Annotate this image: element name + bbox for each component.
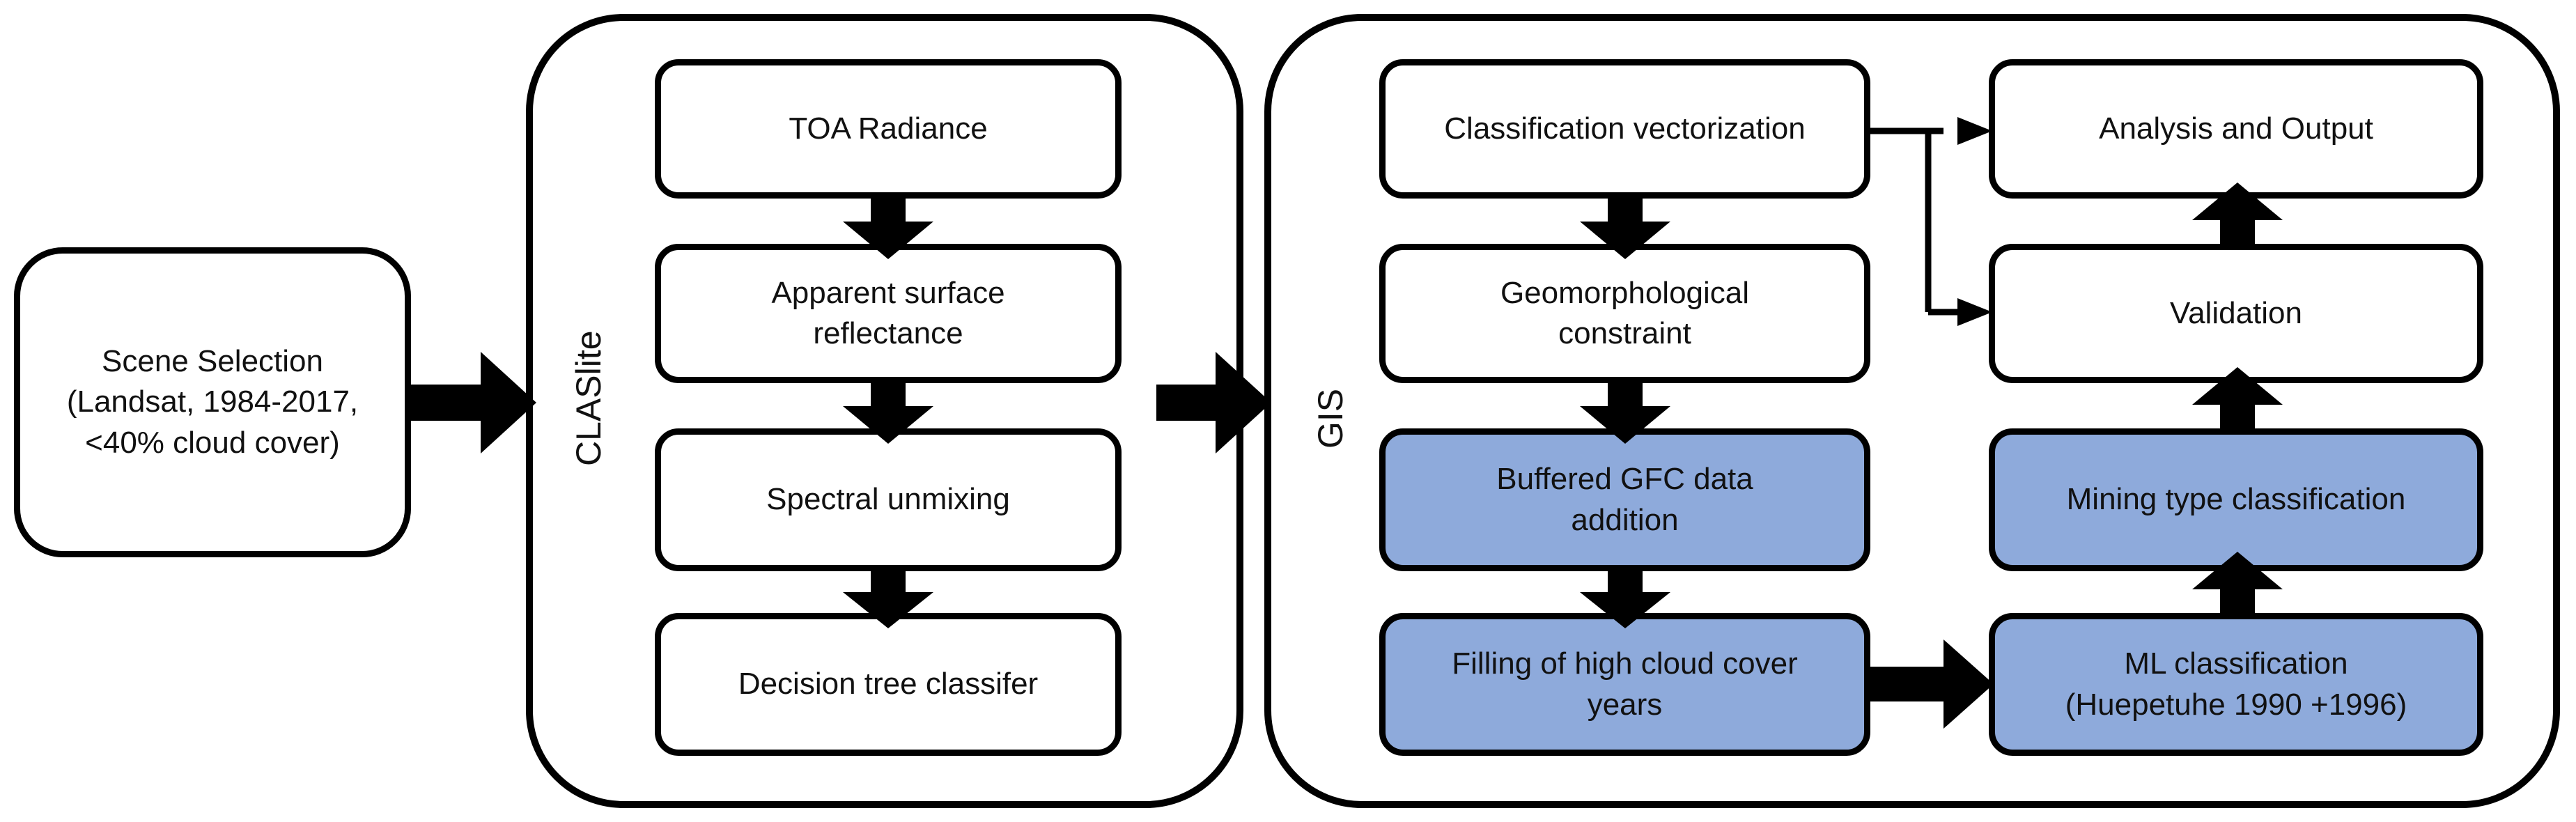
mining-type-label: Mining type classification	[2066, 482, 2406, 517]
arrow-ml-to-mining	[2192, 552, 2283, 614]
analysis-output-label: Analysis and Output	[2099, 111, 2373, 146]
decision-tree-box: Decision tree classifer	[655, 613, 1122, 756]
arrow-validation-to-analysis	[2192, 183, 2283, 245]
apparent-reflectance-label: Apparent surface reflectance	[771, 275, 1005, 350]
buffered-gfc-box: Buffered GFC data addition	[1379, 428, 1870, 571]
arrow-mining-to-validation	[2192, 367, 2283, 430]
ml-classification-label: ML classification (Huepetuhe 1990 +1996)	[2065, 646, 2407, 722]
mining-type-box: Mining type classification	[1989, 428, 2483, 571]
analysis-output-box: Analysis and Output	[1989, 59, 2483, 199]
scene-selection-source: (Landsat, 1984-2017,	[66, 385, 359, 419]
cloud-filling-box: Filling of high cloud cover years	[1379, 613, 1870, 756]
arrow-vectorization-to-analysis-validation	[1870, 127, 1964, 316]
ml-classification-box: ML classification (Huepetuhe 1990 +1996)	[1989, 613, 2483, 756]
arrow-toa-to-reflectance	[843, 197, 933, 259]
geomorphological-constraint-label: Geomorphological constraint	[1500, 275, 1750, 350]
decision-tree-label: Decision tree classifer	[738, 667, 1039, 701]
cloud-filling-label: Filling of high cloud cover years	[1452, 646, 1798, 722]
arrow-cloudfill-to-ml	[1867, 639, 1994, 729]
arrow-vectorization-to-geomorph	[1580, 197, 1670, 259]
arrowhead-to-analysis	[1957, 117, 1992, 145]
validation-label: Validation	[2170, 295, 2302, 330]
arrow-unmixing-to-decision	[843, 570, 933, 628]
classification-vectorization-label: Classification vectorization	[1444, 111, 1806, 146]
scene-selection-box: Scene Selection (Landsat, 1984-2017, <40…	[14, 247, 411, 557]
arrow-claslite-to-gis	[1156, 352, 1271, 453]
spectral-unmixing-label: Spectral unmixing	[766, 482, 1010, 517]
toa-radiance-label: TOA Radiance	[789, 111, 988, 146]
arrow-gfc-to-cloudfill	[1580, 570, 1670, 628]
classification-vectorization-box: Classification vectorization	[1379, 59, 1870, 199]
arrow-geomorph-to-gfc	[1580, 382, 1670, 444]
arrowhead-to-validation	[1957, 298, 1992, 326]
scene-selection-title: Scene Selection	[102, 344, 323, 379]
scene-selection-cloud: <40% cloud cover)	[85, 425, 340, 460]
validation-box: Validation	[1989, 244, 2483, 383]
toa-radiance-box: TOA Radiance	[655, 59, 1122, 199]
buffered-gfc-label: Buffered GFC data addition	[1496, 462, 1753, 537]
arrow-reflectance-to-unmixing	[843, 382, 933, 444]
arrow-scene-to-claslite	[408, 352, 536, 453]
